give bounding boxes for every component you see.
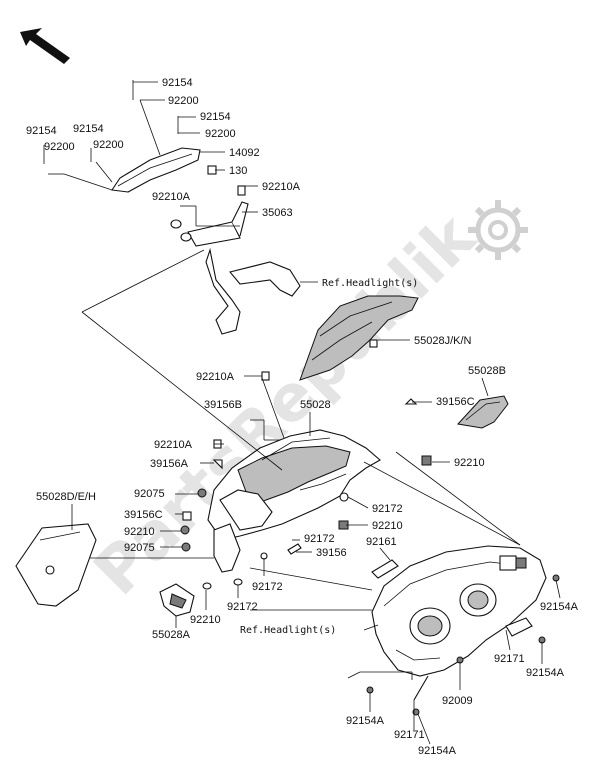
part-label: 92210A <box>196 371 235 383</box>
part-label: 92210A <box>262 181 301 193</box>
part-label: 92171 <box>494 653 525 665</box>
part-label: 92154 <box>26 125 57 137</box>
part-label: 92154A <box>418 745 457 757</box>
mounting-screws <box>366 574 560 716</box>
part-label: 92210 <box>124 526 155 538</box>
part-label: 39156B <box>204 399 242 411</box>
part-labels: 92154 92200 92154 92200 92154 92154 9220… <box>26 77 579 757</box>
part-label: 92210A <box>154 439 193 451</box>
part-label: 92154 <box>73 123 104 135</box>
lower-cowl-bracket-left <box>159 583 195 617</box>
part-label: 92154A <box>346 715 385 727</box>
part-label: 92154 <box>162 77 193 89</box>
part-label: 92075 <box>134 488 165 500</box>
part-label: 92210A <box>152 191 191 203</box>
fairing-side-panel-upper <box>299 295 419 381</box>
part-label: 55028D/E/H <box>36 491 96 503</box>
part-label: 92171 <box>394 729 425 741</box>
part-label: 92075 <box>124 542 155 554</box>
part-label: 39156C <box>436 396 475 408</box>
part-label: 39156 <box>316 547 347 559</box>
side-vent-cover-right <box>457 395 509 429</box>
part-label: 55028A <box>152 629 191 641</box>
part-label: 55028 <box>300 399 331 411</box>
part-label: 92161 <box>366 536 397 548</box>
part-label: 92210 <box>372 520 403 532</box>
part-label: 92172 <box>252 581 283 593</box>
part-label: 92200 <box>205 128 236 140</box>
part-label: 92009 <box>442 695 473 707</box>
part-label: 55028B <box>468 365 506 377</box>
part-label: 39156C <box>124 509 163 521</box>
part-label: 92200 <box>44 141 75 153</box>
upper-bracket-assembly <box>43 80 301 335</box>
part-label: 130 <box>229 165 247 177</box>
part-label: 92210 <box>190 614 221 626</box>
part-label: 92172 <box>304 533 335 545</box>
reference-label-headlight: Ref.Headlight(s) <box>322 278 418 289</box>
gear-watermark-icon <box>468 200 528 260</box>
part-label: 92154A <box>526 667 565 679</box>
part-label: 92210 <box>454 457 485 469</box>
main-upper-cowl <box>207 429 381 573</box>
part-label: 55028J/K/N <box>414 335 472 347</box>
side-windscreen-panel-left <box>15 523 97 607</box>
part-label: 39156A <box>150 458 189 470</box>
part-label: 35063 <box>262 207 293 219</box>
part-label: 92154A <box>540 601 579 613</box>
part-label: 92200 <box>168 95 199 107</box>
leader-lines <box>48 81 561 745</box>
part-label: 92154 <box>200 111 231 123</box>
headlight-assembly <box>371 545 547 701</box>
part-label: 14092 <box>229 147 260 159</box>
reference-label-headlight: Ref.Headlight(s) <box>240 625 336 636</box>
part-label: 92172 <box>372 503 403 515</box>
part-label: 92172 <box>227 601 258 613</box>
front-direction-arrow-icon <box>20 28 70 64</box>
part-label: 92200 <box>93 139 124 151</box>
